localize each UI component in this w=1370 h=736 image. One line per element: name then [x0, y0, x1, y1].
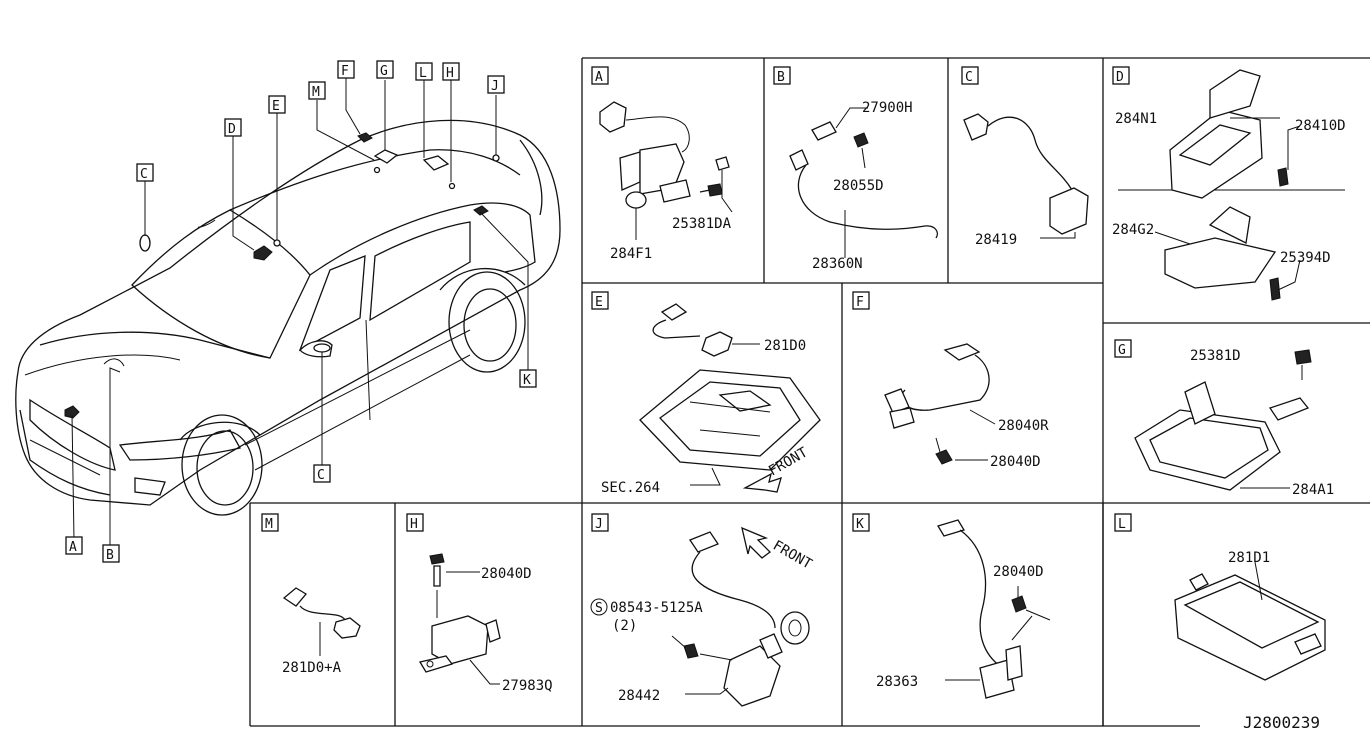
svg-text:A: A [595, 70, 603, 85]
part-28419: 28419 [975, 232, 1017, 248]
svg-text:B: B [777, 70, 785, 85]
svg-text:G: G [1118, 343, 1126, 358]
part-25394D: 25394D [1280, 250, 1331, 266]
part-284A1: 284A1 [1292, 482, 1334, 498]
part-284G2: 284G2 [1112, 222, 1154, 238]
s-mark: S [595, 601, 603, 616]
car-illustration [15, 77, 561, 545]
panel-M: M 281D0+A [261, 513, 361, 676]
svg-text:H: H [410, 517, 418, 532]
part-08543-5125A: 08543-5125A [610, 600, 703, 616]
diagram-id: J2800239 [1243, 713, 1320, 732]
svg-text:C: C [317, 468, 325, 483]
svg-text:E: E [272, 99, 280, 114]
part-28410D: 28410D [1295, 118, 1346, 134]
part-28363: 28363 [876, 674, 918, 690]
panel-E: E 281D0 SEC.264 FRONT [591, 291, 821, 496]
svg-text:J: J [595, 517, 603, 532]
svg-text:G: G [380, 64, 388, 79]
part-281D1: 281D1 [1228, 550, 1270, 566]
svg-text:M: M [265, 517, 273, 532]
svg-text:J: J [491, 79, 499, 94]
svg-text:B: B [106, 548, 114, 563]
part-28040D-H: 28040D [481, 566, 532, 582]
callout-C-bottom: C [313, 464, 331, 483]
part-28360N: 28360N [812, 256, 863, 272]
part-27900H: 27900H [862, 100, 913, 116]
part-28040D-F: 28040D [990, 454, 1041, 470]
callout-H: H [442, 62, 460, 81]
svg-text:K: K [856, 517, 864, 532]
callout-B: B [102, 544, 120, 563]
svg-text:E: E [595, 295, 603, 310]
ref-sec-264: SEC.264 [601, 480, 660, 496]
svg-text:C: C [965, 70, 973, 85]
part-qty-2: (2) [612, 618, 637, 634]
callout-J: J [487, 75, 505, 94]
svg-text:D: D [228, 122, 236, 137]
part-25381DA: 25381DA [672, 216, 732, 232]
panel-B: B 27900H 28055D 28360N [773, 66, 939, 272]
svg-text:F: F [341, 64, 349, 79]
part-281D0: 281D0 [764, 338, 806, 354]
svg-text:A: A [69, 540, 77, 555]
part-28055D: 28055D [833, 178, 884, 194]
callout-L: L [415, 62, 433, 81]
svg-text:F: F [856, 295, 864, 310]
part-28040D-K: 28040D [993, 564, 1044, 580]
part-284F1: 284F1 [610, 246, 652, 262]
panel-K: K 28040D 28363 [852, 513, 1051, 699]
svg-text:D: D [1116, 70, 1124, 85]
svg-text:H: H [446, 66, 454, 81]
panel-G: G 25381D 284A1 [1114, 339, 1334, 498]
panel-L: L 281D1 [1114, 513, 1326, 681]
callout-E: E [268, 95, 286, 114]
panel-C: C 28419 [961, 66, 1089, 248]
part-27983Q: 27983Q [502, 678, 553, 694]
svg-text:L: L [419, 66, 427, 81]
front-label-J: FRONT [770, 538, 815, 573]
part-28442: 28442 [618, 688, 660, 704]
callout-C-top: C [136, 163, 154, 182]
part-281D0-A: 281D0+A [282, 660, 342, 676]
callout-F: F [337, 60, 355, 79]
svg-text:M: M [312, 85, 320, 100]
svg-text:K: K [523, 373, 531, 388]
callout-M: M [308, 81, 326, 100]
callout-K: K [519, 369, 537, 388]
panel-grid [249, 57, 1370, 727]
svg-text:C: C [140, 167, 148, 182]
callout-G: G [376, 60, 394, 79]
svg-text:L: L [1118, 517, 1126, 532]
panel-H: H 28040D 27983Q [406, 513, 553, 694]
part-25381D: 25381D [1190, 348, 1241, 364]
panel-F: F 28040R 28040D [852, 291, 1049, 470]
callout-A: A [65, 536, 83, 555]
callout-D: D [224, 118, 242, 137]
car-callouts: A B C C D E F G H J K L M [65, 60, 537, 563]
panel-J: J S 08543-5125A (2) 28442 FRONT [590, 513, 815, 707]
part-284N1: 284N1 [1115, 111, 1157, 127]
panel-D: D 284N1 28410D 284G2 25394D [1112, 66, 1346, 301]
panel-A: A 25381DA 284F1 [591, 66, 733, 262]
part-28040R: 28040R [998, 418, 1049, 434]
